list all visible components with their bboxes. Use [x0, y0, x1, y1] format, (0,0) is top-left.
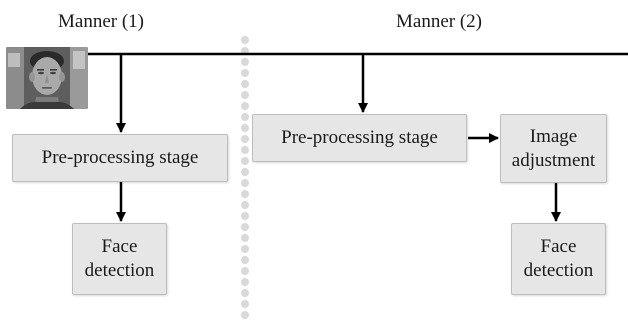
- manner-2-title: Manner (2): [396, 11, 482, 32]
- face-photo-icon: [6, 47, 88, 109]
- preprocessing-stage-box-2: Pre-processing stage: [252, 114, 467, 162]
- preprocessing-stage-box-1: Pre-processing stage: [12, 134, 228, 182]
- manner-1-title: Manner (1): [58, 11, 144, 32]
- image-adjustment-box: Image adjustment: [500, 114, 607, 183]
- face-detection-box-1: Face detection: [72, 223, 167, 295]
- separator-dots: [241, 36, 249, 319]
- face-detection-box-2: Face detection: [511, 223, 606, 295]
